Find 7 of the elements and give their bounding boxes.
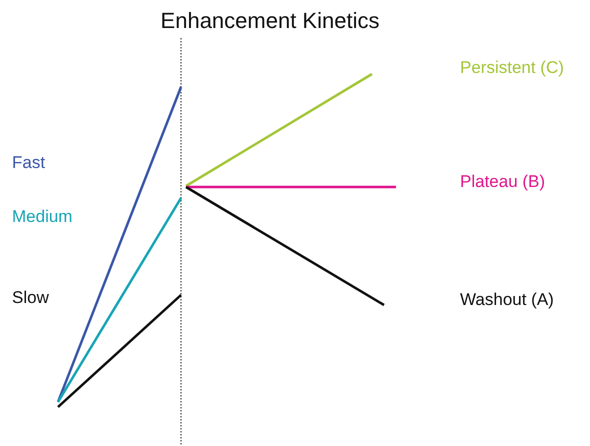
- curve-label: Slow: [12, 288, 49, 308]
- curve-label: Fast: [12, 153, 46, 173]
- curve-label: Washout (A): [460, 290, 554, 310]
- curve-label: Medium: [12, 207, 72, 227]
- curve-label: Plateau (B): [460, 172, 546, 192]
- diagram-title: Enhancement Kinetics: [160, 8, 380, 34]
- curve-label: Persistent (C): [460, 58, 564, 78]
